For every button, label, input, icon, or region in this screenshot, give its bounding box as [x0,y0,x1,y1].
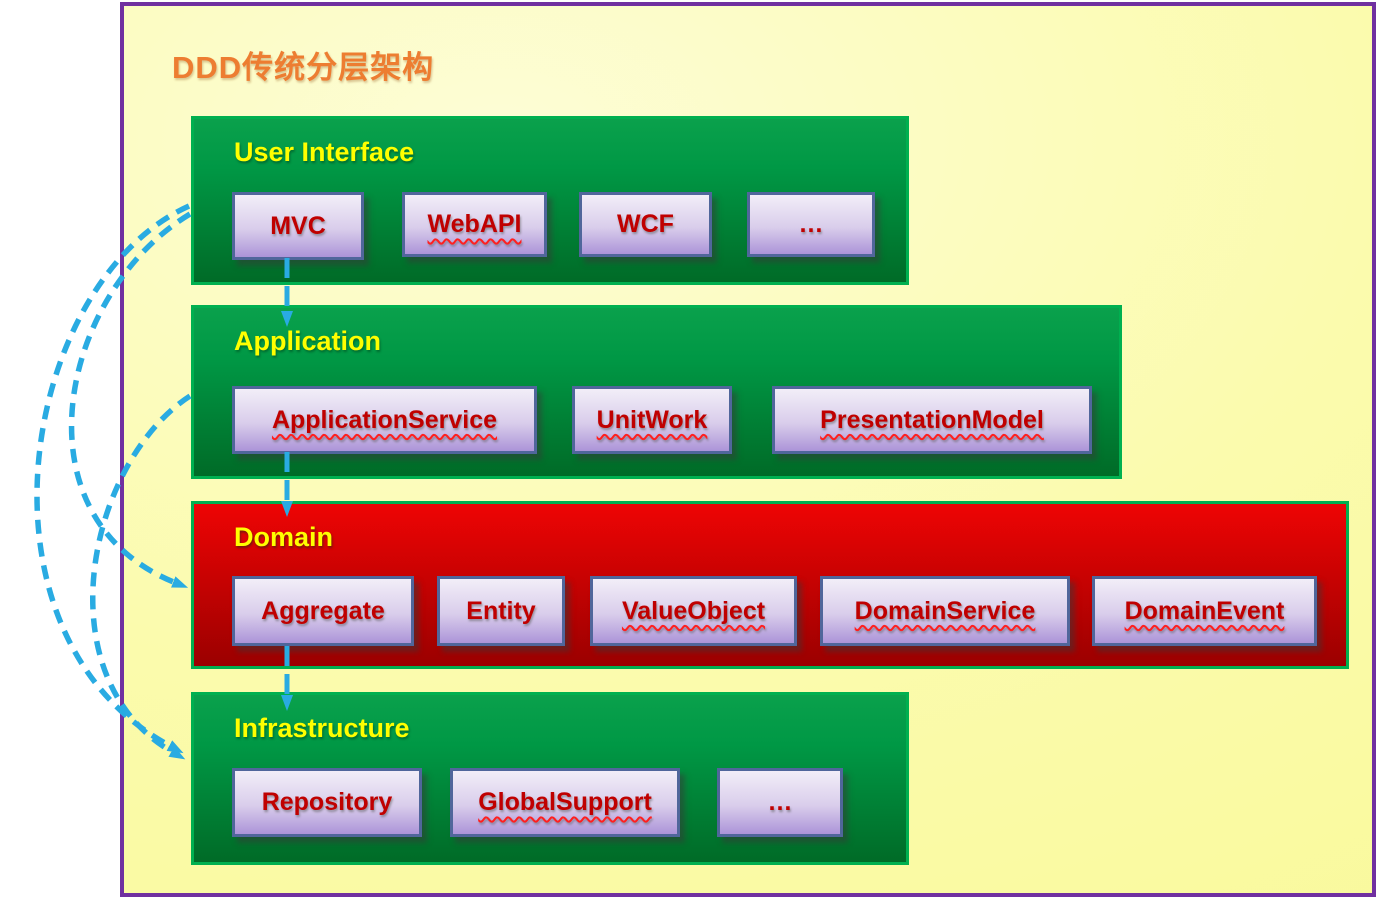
component-wcf-label: WCF [617,210,674,238]
layer-infrastructure: Infrastructure Repository GlobalSupport … [191,692,909,865]
component-infra-ellipsis: … [717,768,843,837]
component-mvc: MVC [232,192,364,260]
layer-domain: Domain Aggregate Entity ValueObject Doma… [191,501,1349,669]
layer-user-interface: User Interface MVC WebAPI WCF … [191,116,909,285]
component-ui-ellipsis: … [747,192,875,257]
component-aggregate-label: Aggregate [261,596,385,625]
component-infra-ellipsis-label: … [767,788,793,816]
component-applicationservice: ApplicationService [232,386,537,454]
component-webapi: WebAPI [402,192,547,257]
layer-infrastructure-label: Infrastructure [234,713,410,743]
component-mvc-label: MVC [270,211,326,240]
component-presentationmodel: PresentationModel [772,386,1092,454]
layer-domain-label: Domain [234,522,334,552]
component-domainevent: DomainEvent [1092,576,1317,646]
component-applicationservice-label: ApplicationService [271,405,498,434]
component-valueobject: ValueObject [590,576,797,646]
component-webapi-label: WebAPI [427,210,522,238]
component-domainservice: DomainService [820,576,1070,646]
component-unitwork: UnitWork [572,386,732,454]
layer-user-interface-label: User Interface [234,137,415,167]
component-valueobject-label: ValueObject [621,596,766,625]
component-globalsupport: GlobalSupport [450,768,680,837]
layer-application-label: Application [234,326,381,356]
diagram-title: DDD传统分层架构 [172,50,435,85]
component-wcf: WCF [579,192,712,257]
component-ui-ellipsis-label: … [798,210,824,238]
component-presentationmodel-label: PresentationModel [820,405,1044,434]
component-globalsupport-label: GlobalSupport [478,788,652,816]
diagram-frame: DDD传统分层架构 User Interface MVC WebAPI WCF … [120,2,1376,897]
component-domainevent-label: DomainEvent [1124,596,1285,625]
component-unitwork-label: UnitWork [596,405,708,434]
component-entity: Entity [437,576,565,646]
component-aggregate: Aggregate [232,576,414,646]
layer-application: Application ApplicationService UnitWork … [191,305,1122,479]
component-repository-label: Repository [261,788,393,816]
component-domainservice-label: DomainService [854,596,1036,625]
component-entity-label: Entity [466,596,536,625]
component-repository: Repository [232,768,422,837]
